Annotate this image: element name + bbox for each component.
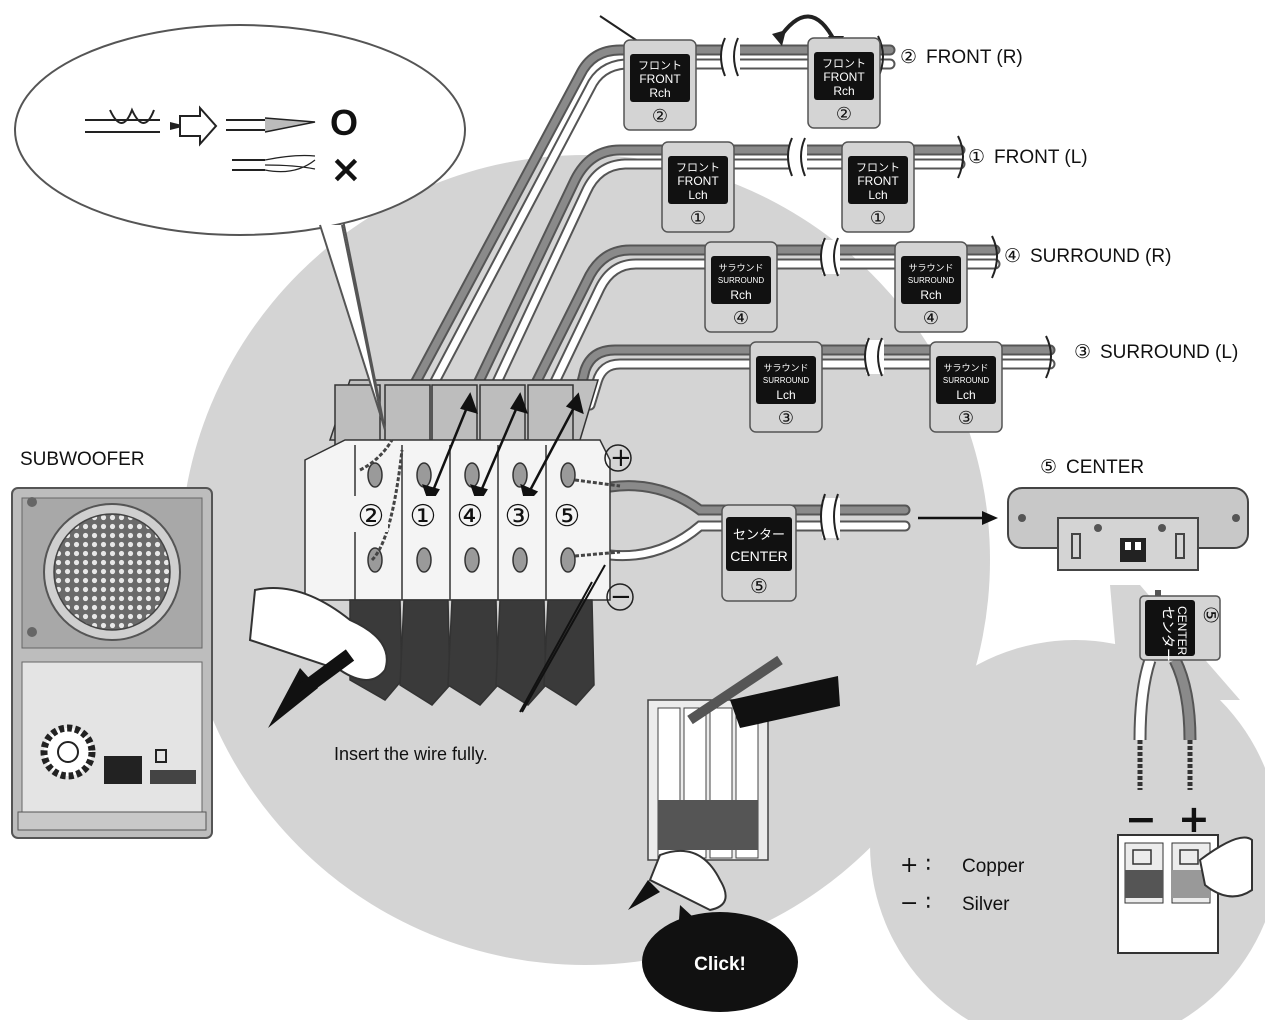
- wrong-mark: ×: [330, 147, 362, 191]
- center-tag-num: ⑤: [750, 574, 768, 598]
- speaker-tag: サラウンド SURROUND Lch ③: [929, 341, 1003, 433]
- click-label: Click!: [694, 954, 746, 975]
- terminal-number: ②: [358, 499, 385, 534]
- center-label-num: ⑤: [1040, 456, 1057, 478]
- tag-ch-text: Rch: [649, 86, 670, 100]
- tag-jp-text: サラウンド: [763, 363, 808, 373]
- cable-break-marks: [720, 35, 1052, 541]
- minus-terminal-sign: −: [610, 582, 632, 612]
- terminal-number: ③: [505, 499, 532, 534]
- tag-num-text: ②: [652, 106, 668, 127]
- speaker-tag: サラウンド SURROUND Rch ④: [704, 241, 778, 333]
- center-tag-en: CENTER: [730, 548, 788, 564]
- hand-icon: [248, 587, 388, 681]
- tag-ch-text: Lch: [688, 188, 707, 202]
- label-surround-r: SURROUND (R): [1030, 246, 1171, 267]
- tag-ch-text: Rch: [730, 288, 751, 302]
- polarity-plus-symbol: + ∶: [900, 853, 931, 878]
- pressing-hand-icon: [1198, 836, 1253, 898]
- tag-num-text: ②: [836, 104, 852, 125]
- tag-en-text: SURROUND: [908, 276, 954, 285]
- insert-note: Insert the wire fully.: [334, 744, 488, 764]
- subwoofer-label: SUBWOOFER: [20, 449, 145, 470]
- terminal-block: [304, 379, 611, 706]
- tag-en-text: SURROUND: [763, 376, 809, 385]
- tag-jp-text: サラウンド: [943, 363, 988, 373]
- center-label: CENTER: [1066, 457, 1144, 478]
- tag-num-text: ③: [778, 408, 794, 429]
- tag-en-text: FRONT: [857, 174, 899, 188]
- cable-center: [604, 480, 911, 562]
- label-front-l: FRONT (L): [994, 147, 1088, 168]
- center-tag: センター CENTER ⑤: [721, 504, 797, 602]
- tag-num-text: ①: [690, 208, 706, 229]
- center-tag-jp: センター: [733, 527, 785, 542]
- insertion-arrows: [422, 392, 584, 506]
- tag-num-text: ④: [733, 308, 749, 329]
- correct-mark: O: [330, 102, 358, 143]
- tag-ch-text: Lch: [776, 388, 795, 402]
- label-front-r: FRONT (R): [926, 47, 1023, 68]
- center-vtag-num: ⑤: [1199, 606, 1223, 624]
- tag-num-text: ④: [923, 308, 939, 329]
- twisted-wire-ends: [359, 439, 621, 562]
- tag-en-text: SURROUND: [943, 376, 989, 385]
- tag-jp-text: フロント: [822, 58, 866, 70]
- cable-surround-r: [524, 244, 1001, 411]
- tag-jp-text: サラウンド: [718, 263, 763, 273]
- subwoofer: [11, 487, 213, 839]
- click-bubble: [642, 912, 798, 1012]
- click-inset: [628, 655, 840, 912]
- cable-front-l: [464, 144, 966, 416]
- tag-ch-text: Rch: [920, 288, 941, 302]
- center-terminal: [1117, 834, 1253, 954]
- tag-num-text: ③: [958, 408, 974, 429]
- terminal-number: ⑤: [554, 499, 581, 534]
- tag-jp-text: フロント: [856, 162, 900, 174]
- tag-en-text: FRONT: [639, 72, 681, 86]
- terminal-number: ④: [457, 499, 484, 534]
- tag-ch-text: Lch: [868, 188, 887, 202]
- speaker-tag: サラウンド SURROUND Rch ④: [894, 241, 968, 333]
- polarity-minus-text: Silver: [962, 894, 1010, 915]
- insert-pointer-line: [519, 581, 593, 713]
- label-front-l-num: ①: [968, 146, 985, 168]
- subwoofer-grille: [53, 513, 171, 631]
- speaker-tags: フロントFRONTRch②フロントFRONTRch②フロントFRONTLch①フ…: [623, 37, 1003, 602]
- terminal-minus-mark: −: [1125, 797, 1157, 841]
- speaker-tag: サラウンド SURROUND Lch ③: [749, 341, 823, 433]
- tag-en-text: SURROUND: [718, 276, 764, 285]
- label-front-r-num: ②: [900, 46, 917, 68]
- plus-terminal-sign: +: [610, 443, 632, 473]
- label-surround-l-num: ③: [1074, 341, 1091, 363]
- tag-ch-text: Rch: [833, 84, 854, 98]
- tag-jp-text: フロント: [676, 162, 720, 174]
- polarity-minus-symbol: − ∶: [900, 891, 931, 916]
- center-speaker: [1007, 487, 1249, 571]
- tag-en-text: FRONT: [677, 174, 719, 188]
- polarity-plus-text: Copper: [962, 856, 1025, 877]
- center-vertical-tag: [1139, 595, 1221, 661]
- tag-ch-text: Lch: [956, 388, 975, 402]
- center-vtag-jp: センター: [1160, 606, 1176, 662]
- terminal-number: ①: [410, 499, 437, 534]
- label-surround-l: SURROUND (L): [1100, 342, 1238, 363]
- tag-jp-text: フロント: [638, 60, 682, 72]
- wire-prep-bubble: [14, 24, 466, 431]
- tag-jp-text: サラウンド: [908, 263, 953, 273]
- tag-en-text: FRONT: [823, 70, 865, 84]
- center-wires: [1133, 590, 1197, 790]
- center-vtag-en: CENTER: [1175, 606, 1189, 656]
- terminal-plus-mark: +: [1178, 797, 1210, 841]
- label-surround-r-num: ④: [1004, 245, 1021, 267]
- tag-num-text: ①: [870, 208, 886, 229]
